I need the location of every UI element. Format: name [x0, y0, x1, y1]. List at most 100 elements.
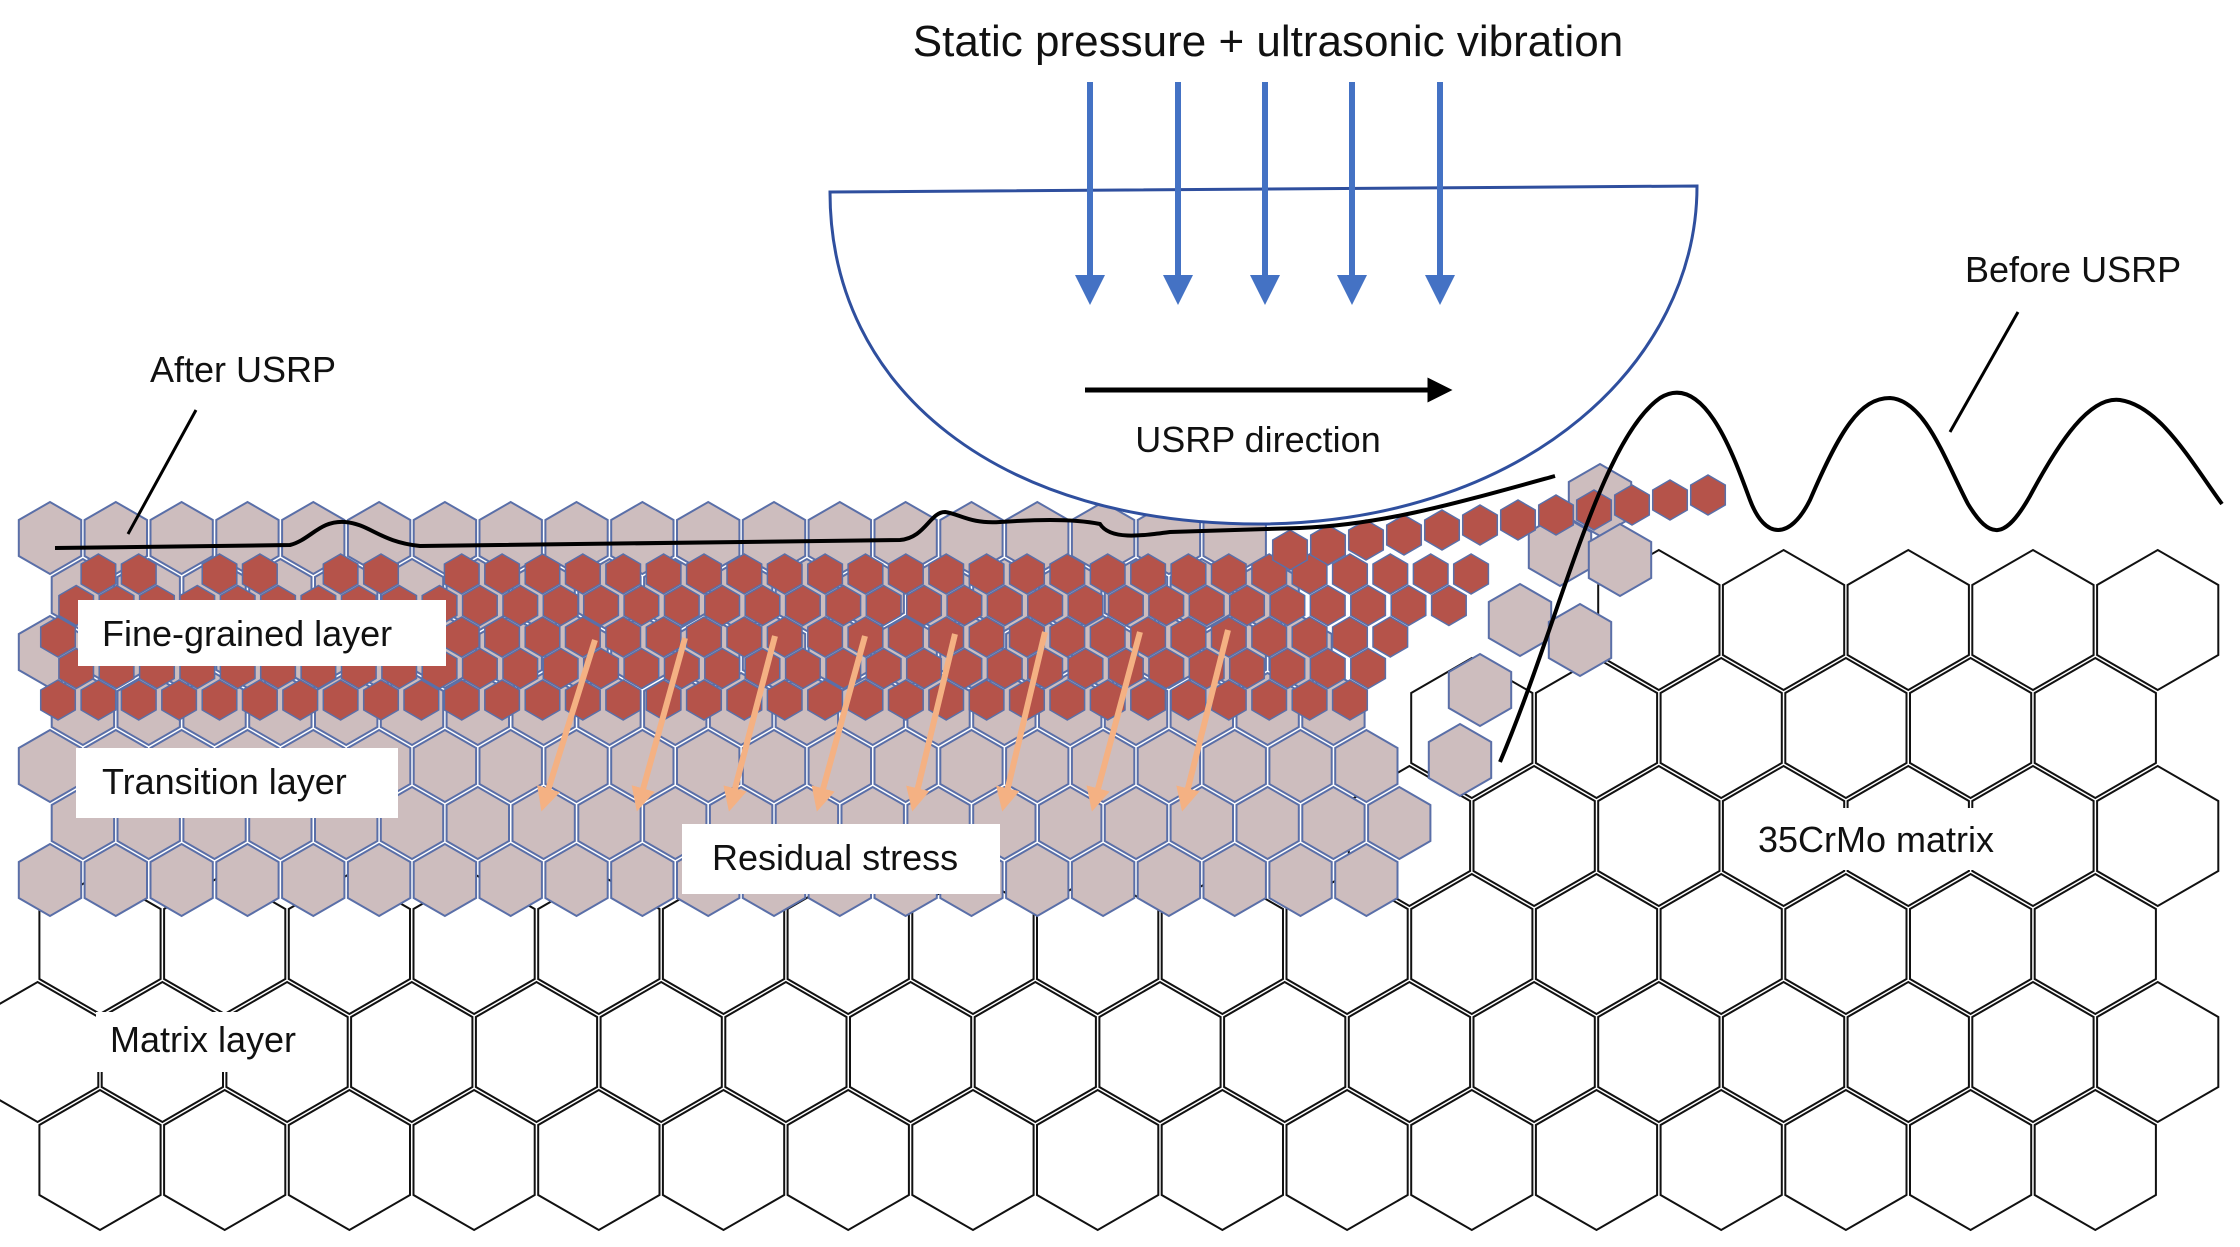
matrix-grain [1098, 980, 1222, 1124]
fine-grain [39, 616, 77, 658]
fine-grain [1271, 529, 1309, 571]
transition-grain [1487, 582, 1553, 658]
matrix-grain [1971, 980, 2095, 1124]
matrix-grain [1784, 872, 1908, 1016]
fine-grain [443, 679, 480, 721]
title-static-pressure: Static pressure + ultrasonic vibration [913, 17, 1623, 66]
residual-stress-arrows [537, 629, 1231, 812]
transition-grain [17, 728, 83, 804]
fine-grain [1309, 524, 1347, 566]
transition-grain [445, 785, 510, 861]
transition-grain [1367, 785, 1432, 861]
matrix-grain [1285, 1088, 1409, 1232]
fine-grain [1331, 679, 1369, 721]
matrix-grain [2096, 548, 2220, 692]
fine-grain [362, 553, 400, 595]
matrix-grain [661, 1088, 786, 1232]
matrix-grain [1597, 764, 1721, 908]
fine-grain [1350, 584, 1387, 627]
fine-grain [362, 679, 400, 721]
transition-grain [215, 842, 280, 918]
fine-grain [865, 584, 902, 627]
fine-grain [524, 553, 561, 595]
transition-grain [544, 842, 609, 918]
transition-grain [346, 842, 412, 918]
fine-grain [744, 584, 781, 627]
matrix-grain [1909, 1088, 2033, 1232]
fine-grain [1269, 584, 1306, 627]
fine-grain [502, 584, 539, 627]
transition-label-box [76, 748, 398, 818]
transition-grain [1334, 842, 1399, 918]
matrix-grain [2033, 1088, 2157, 1232]
fine-grain [968, 616, 1005, 658]
matrix-grain [1846, 980, 1970, 1124]
fine-grain [282, 679, 319, 721]
transition-grain [412, 842, 478, 918]
transition-grain [1301, 785, 1366, 861]
matrix-grain [1909, 872, 2033, 1016]
fine-grain [120, 553, 157, 595]
transition-grain [741, 728, 807, 804]
matrix-grain [1410, 872, 1534, 1016]
transition-grain [610, 842, 675, 918]
transition-grain [478, 728, 543, 804]
fine-grain [766, 616, 803, 658]
fine-grain [564, 553, 601, 595]
fine-grain [1430, 584, 1467, 627]
fine-grain [968, 679, 1005, 721]
fine-grain [807, 679, 844, 721]
matrix-grain [1534, 1088, 1659, 1232]
matrix-grain [1597, 980, 1721, 1124]
fine-grain [542, 584, 579, 627]
fine-grain [685, 553, 723, 595]
matrix-grain [1909, 656, 2033, 800]
matrix-35crmo-label-box [1740, 808, 2030, 870]
transition-grain [939, 728, 1004, 804]
transition-grain [17, 500, 83, 576]
transition-grain [1587, 522, 1653, 598]
fine-grain [825, 584, 862, 627]
fine-grain [887, 679, 924, 721]
fine-grain [1613, 484, 1651, 526]
fine-grain [1651, 479, 1689, 521]
after-usrp-leader [126, 409, 198, 535]
matrix-grain [287, 1088, 411, 1232]
fine-grain [905, 584, 943, 627]
transition-grain [1235, 785, 1300, 861]
matrix-layer-label-box [96, 1012, 320, 1072]
matrix-grain [599, 980, 723, 1124]
label-residual-stress: Residual stress [712, 837, 958, 878]
matrix-grain [38, 1088, 162, 1232]
transition-grain [478, 842, 543, 918]
fine-grain [1291, 616, 1328, 658]
matrix-grain [2096, 764, 2220, 908]
matrix-grain [2033, 656, 2157, 800]
transition-grain [1268, 842, 1333, 918]
fine-grain [807, 553, 844, 595]
fine-grain [1372, 553, 1409, 595]
fine-grain [201, 679, 238, 721]
fine-grain [1170, 616, 1207, 658]
fine-grain [1170, 679, 1207, 721]
fine-grain [1331, 616, 1369, 658]
fine-grain [1423, 509, 1461, 551]
fine-grain [582, 647, 620, 690]
matrix-grain [1534, 872, 1659, 1016]
fine-grain [524, 679, 561, 721]
matrix-grain [1659, 872, 1783, 1016]
label-transition-layer: Transition layer [102, 761, 347, 802]
fine-grain [484, 616, 521, 658]
fine-grain [1170, 553, 1207, 595]
transition-grain [1005, 728, 1070, 804]
fine-grain [605, 553, 642, 595]
fine-grain [1412, 553, 1449, 595]
matrix-grain [786, 1088, 910, 1232]
fine-grain [484, 553, 521, 595]
matrix-grain [350, 980, 474, 1124]
matrix-grain [911, 1088, 1035, 1232]
fine-grain [1027, 584, 1064, 627]
transition-grain [1547, 602, 1613, 678]
fine-grain [1689, 474, 1727, 516]
surface-before-usrp [1498, 390, 2224, 763]
